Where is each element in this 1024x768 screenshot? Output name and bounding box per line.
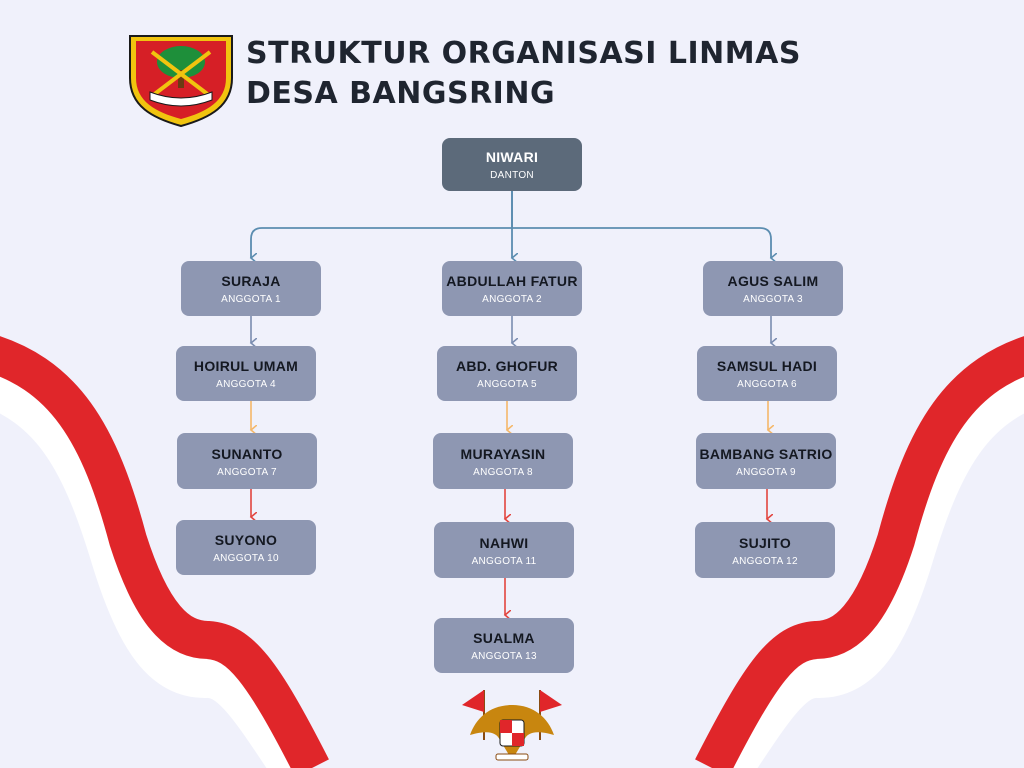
node-role: ANGGOTA 1	[221, 294, 281, 305]
org-node-member: SUNANTO ANGGOTA 7	[177, 433, 317, 489]
node-name: SURAJA	[221, 273, 281, 289]
org-node-member: BAMBANG SATRIO ANGGOTA 9	[696, 433, 836, 489]
node-role: ANGGOTA 6	[737, 379, 797, 390]
node-name: NIWARI	[485, 149, 539, 165]
org-node-member: NAHWI ANGGOTA 11	[434, 522, 574, 578]
linmas-shield-emblem	[129, 35, 233, 128]
node-name: MURAYASIN	[460, 445, 546, 462]
node-role: ANGGOTA 12	[732, 555, 798, 567]
org-node-member: SURAJA ANGGOTA 1	[181, 261, 321, 316]
node-role: ANGGOTA 3	[743, 294, 803, 305]
node-name: NAHWI	[479, 534, 529, 551]
node-name: SUALMA	[473, 630, 535, 646]
org-node-member: SAMSUL HADI ANGGOTA 6	[697, 346, 837, 401]
node-name: BAMBANG SATRIO	[699, 445, 833, 462]
node-role: ANGGOTA 10	[213, 553, 279, 564]
org-node-member: AGUS SALIM ANGGOTA 3	[703, 261, 843, 316]
node-role: ANGGOTA 5	[477, 379, 537, 390]
org-node-head: NIWARI DANTON	[442, 138, 582, 191]
org-node-member: ABD. GHOFUR ANGGOTA 5	[437, 346, 577, 401]
right-flag-ribbon	[695, 336, 1024, 768]
node-name: ABDULLAH FATUR	[446, 273, 578, 289]
node-name: SUYONO	[214, 532, 278, 548]
node-role: DANTON	[490, 170, 534, 181]
node-role: ANGGOTA 9	[736, 466, 796, 478]
connector-head-to-right	[512, 227, 771, 258]
left-flag-ribbon	[0, 336, 329, 768]
node-role: ANGGOTA 8	[473, 466, 533, 478]
node-name: SUJITO	[738, 534, 792, 551]
org-node-member: SUJITO ANGGOTA 12	[695, 522, 835, 578]
org-node-member: MURAYASIN ANGGOTA 8	[433, 433, 573, 489]
page-title-line-2: DESA BANGSRING	[246, 76, 556, 111]
node-name: SAMSUL HADI	[716, 358, 818, 374]
org-node-member: HOIRUL UMAM ANGGOTA 4	[176, 346, 316, 401]
node-name: ABD. GHOFUR	[455, 358, 559, 374]
node-role: ANGGOTA 4	[216, 379, 276, 390]
org-node-member: ABDULLAH FATUR ANGGOTA 2	[442, 261, 582, 316]
node-role: ANGGOTA 2	[482, 294, 542, 305]
connector-head-to-left	[251, 191, 513, 258]
node-role: ANGGOTA 7	[217, 466, 277, 478]
node-name: AGUS SALIM	[727, 273, 819, 289]
page-title: STRUKTUR ORGANISASI LINMAS DESA BANGSRIN…	[246, 34, 801, 114]
org-node-member: SUYONO ANGGOTA 10	[176, 520, 316, 575]
org-node-member: SUALMA ANGGOTA 13	[434, 618, 574, 673]
node-name: HOIRUL UMAM	[193, 358, 299, 374]
node-role: ANGGOTA 11	[471, 555, 537, 567]
page-title-line-1: STRUKTUR ORGANISASI LINMAS	[246, 36, 801, 71]
node-name: SUNANTO	[211, 445, 283, 462]
node-role: ANGGOTA 13	[471, 651, 537, 662]
garuda-emblem	[462, 690, 562, 761]
